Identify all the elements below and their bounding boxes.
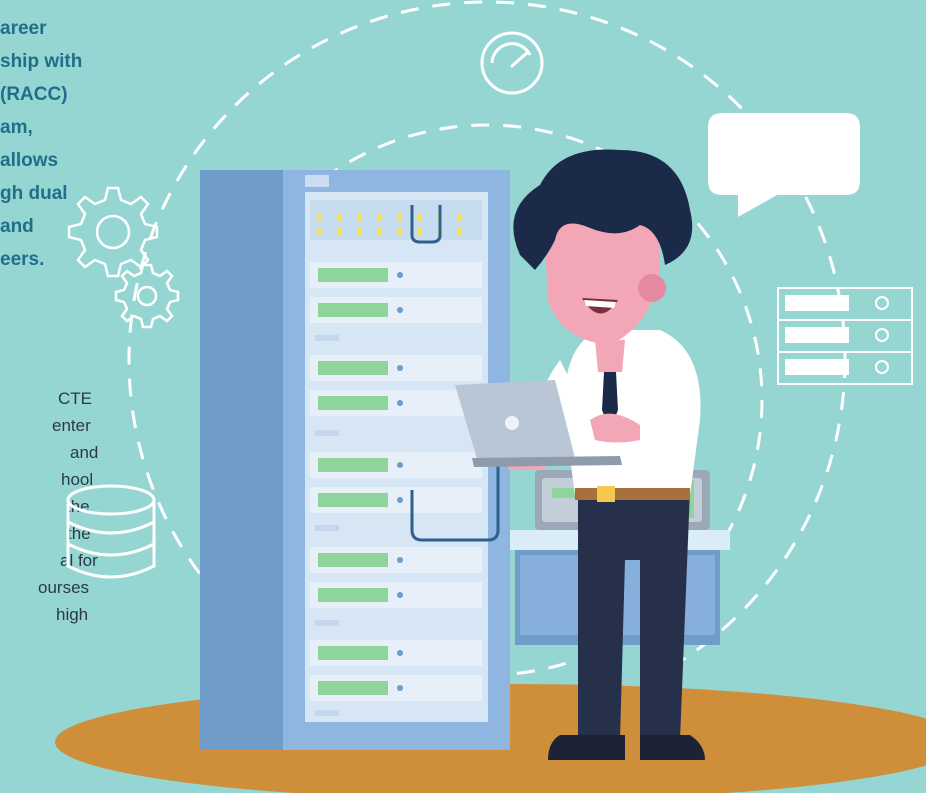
body-line: CTE bbox=[58, 389, 92, 408]
body-line: enter bbox=[52, 416, 91, 435]
server-unit bbox=[310, 487, 482, 513]
headline-line: areer bbox=[0, 18, 47, 39]
server-unit bbox=[310, 640, 482, 666]
gear-small-icon bbox=[114, 263, 180, 329]
server-rack bbox=[200, 170, 540, 750]
gear-icon bbox=[67, 186, 159, 278]
server-unit bbox=[310, 262, 482, 288]
headline-line: allows bbox=[0, 150, 59, 171]
body-line: hool bbox=[61, 470, 94, 489]
server-stack-icon bbox=[777, 287, 913, 385]
server-unit bbox=[310, 675, 482, 701]
body-line: high bbox=[56, 605, 89, 624]
headline-line: ship with bbox=[0, 51, 83, 72]
laptop bbox=[455, 380, 622, 467]
database-icon bbox=[66, 484, 156, 579]
headline-text: areer ship with (RACC) am, allows gh dua… bbox=[0, 12, 170, 276]
person bbox=[455, 149, 705, 760]
headline-line: eers. bbox=[0, 249, 45, 270]
server-unit bbox=[310, 390, 482, 416]
headline-line: am, bbox=[0, 117, 33, 138]
body-line: ourses bbox=[38, 578, 90, 597]
body-line: and bbox=[70, 443, 99, 462]
server-unit bbox=[310, 355, 482, 381]
server-unit bbox=[310, 582, 482, 608]
headline-line: and bbox=[0, 216, 34, 237]
headline-line: (RACC) bbox=[0, 84, 68, 105]
speedometer-icon bbox=[480, 31, 544, 95]
server-unit bbox=[310, 547, 482, 573]
chat-bubble-icon bbox=[708, 113, 860, 217]
server-unit bbox=[310, 452, 482, 478]
headline-line: gh dual bbox=[0, 183, 68, 204]
server-unit bbox=[310, 297, 482, 323]
